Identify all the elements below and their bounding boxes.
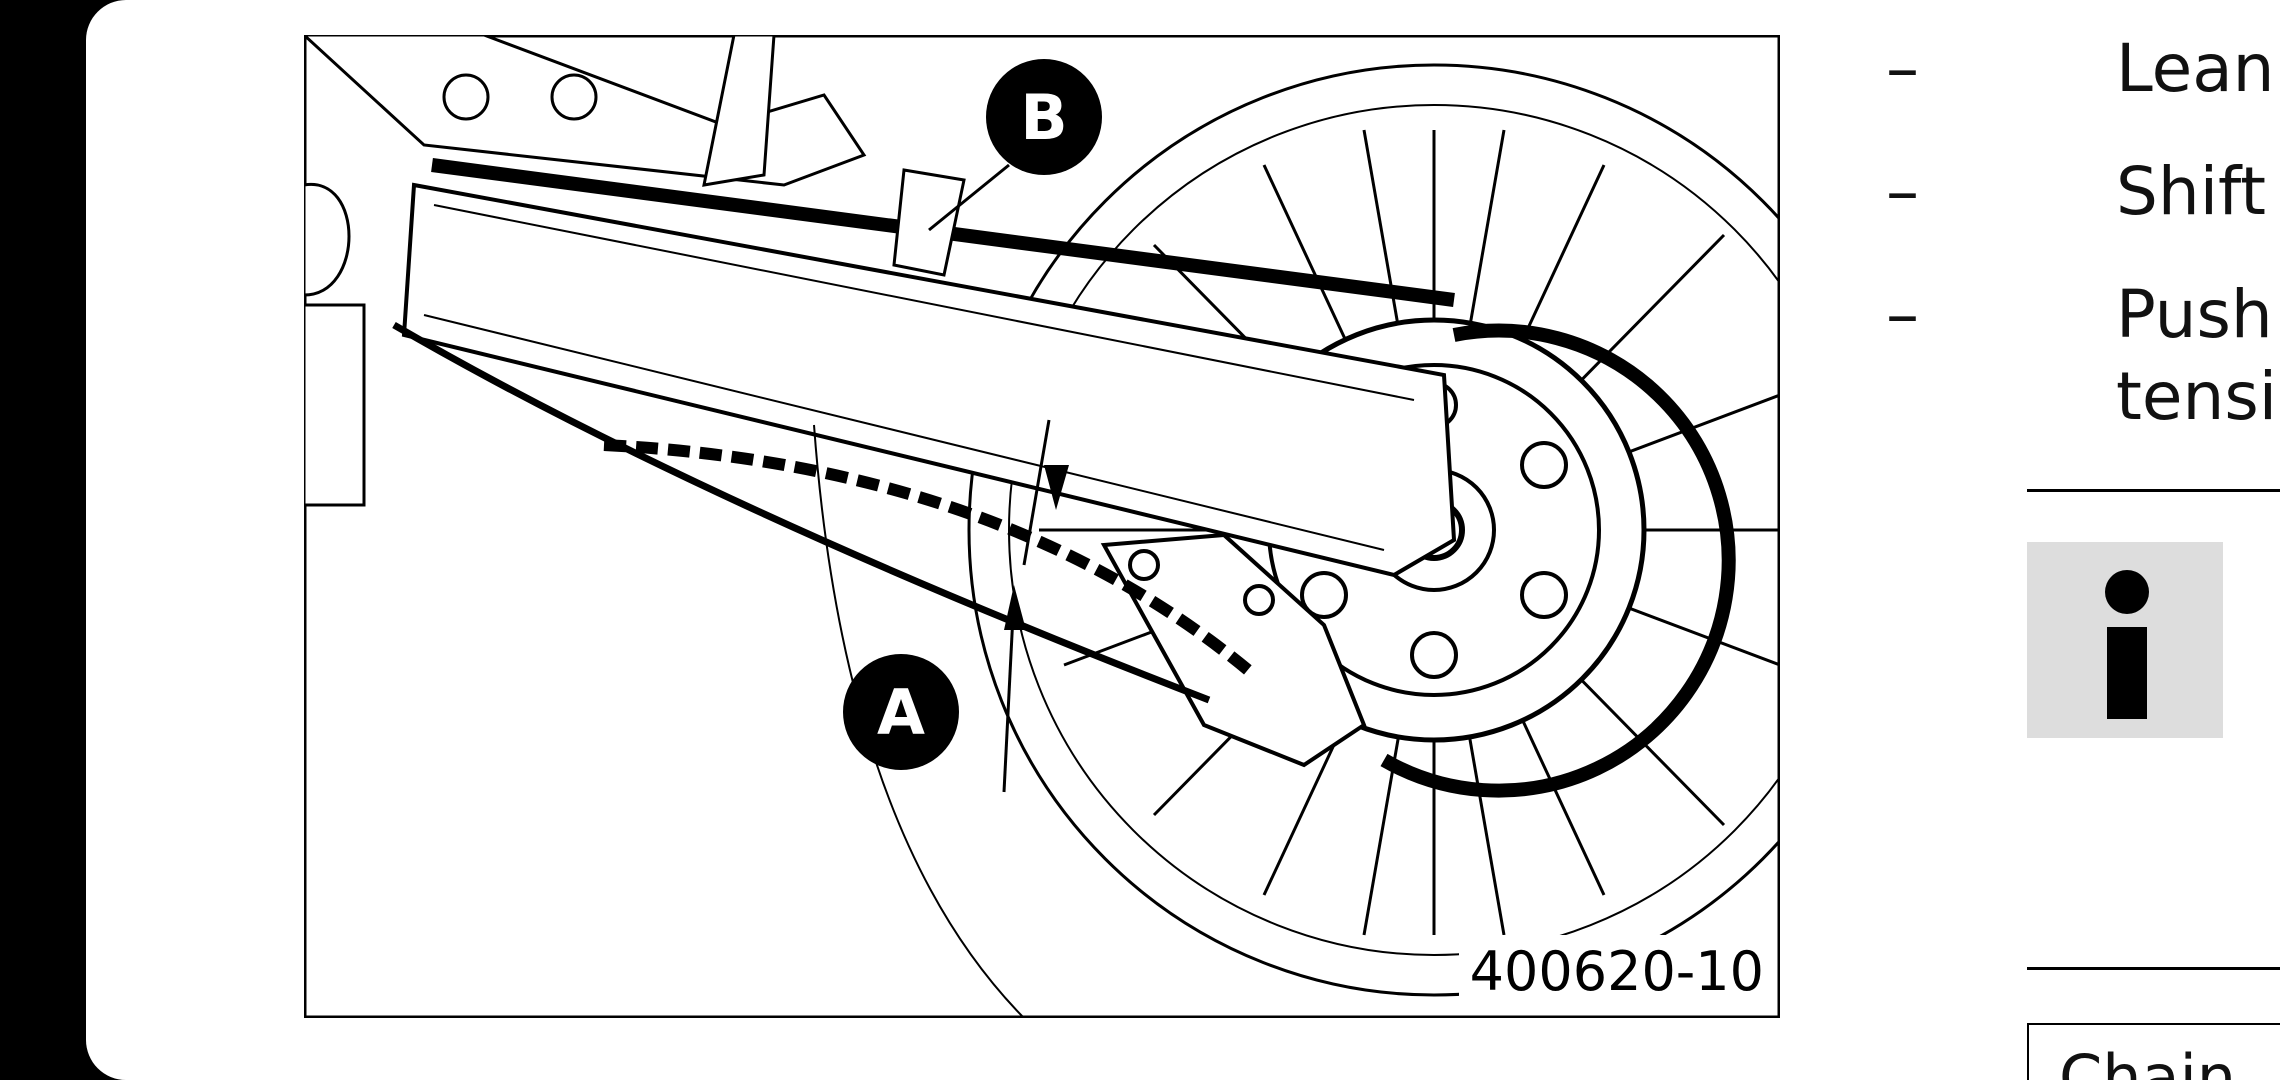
step-text: Shift th bbox=[2116, 153, 2280, 230]
step-text-continued: tension bbox=[2116, 358, 2280, 435]
callout-b-label: B bbox=[1020, 81, 1067, 154]
motorcycle-swingarm-drawing: B A 400620-10 bbox=[304, 35, 1780, 1018]
manual-page: B A 400620-10 – Lean th – Shift th – Pus… bbox=[86, 0, 2280, 1080]
step-dash: – bbox=[1886, 276, 1919, 353]
chain-tension-illustration: B A 400620-10 bbox=[304, 35, 1780, 1018]
step-1: – Lean th bbox=[1886, 28, 2280, 151]
instruction-steps: – Lean th – Shift th – Push th tension bbox=[1886, 28, 2280, 444]
spec-table-cell: Chain bbox=[2027, 1023, 2280, 1080]
step-dash: – bbox=[1886, 30, 1919, 107]
divider-bottom bbox=[2027, 967, 2280, 970]
step-3: – Push th tension bbox=[1886, 274, 2280, 444]
info-icon bbox=[2027, 542, 2223, 738]
step-dash: – bbox=[1886, 153, 1919, 230]
callout-a-label: A bbox=[877, 676, 925, 749]
step-2: – Shift th bbox=[1886, 151, 2280, 274]
step-text: Push th bbox=[2116, 276, 2280, 353]
step-text: Lean th bbox=[2116, 30, 2280, 107]
table-cell-label: Chain bbox=[2059, 1041, 2237, 1080]
divider-top bbox=[2027, 489, 2280, 492]
figure-code: 400620-10 bbox=[1470, 940, 1764, 1003]
